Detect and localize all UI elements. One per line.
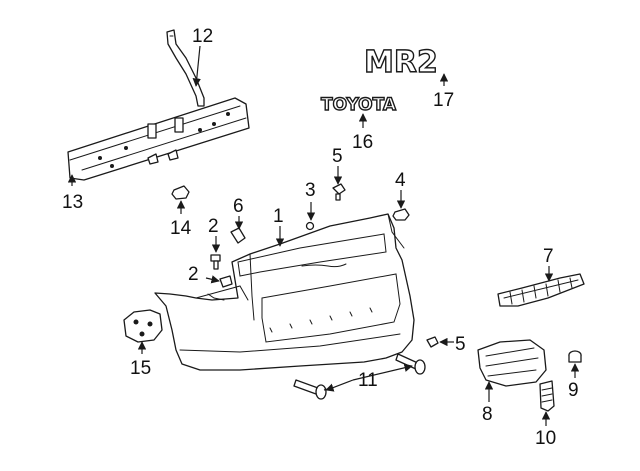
toyota-emblem-text: TOYOTA — [321, 95, 397, 115]
part-16-emblem: TOYOTA — [320, 94, 397, 115]
callout-6: 6 — [233, 196, 244, 217]
part-5-clip-upper — [332, 183, 346, 201]
callout-1: 1 — [273, 206, 284, 227]
callout-9: 9 — [568, 380, 579, 401]
leader-11 — [323, 379, 354, 391]
part-10-cover — [539, 380, 555, 412]
part-11-fastener-right — [395, 353, 426, 375]
part-14-nut — [171, 185, 190, 200]
part-1-bumper-cover — [154, 213, 415, 371]
part-5-clip-lower — [426, 336, 439, 348]
part-11-fastener-left — [293, 379, 327, 400]
part-2-bolt-upper — [210, 254, 221, 270]
part-12-bracket — [166, 29, 205, 107]
leader-2-lower — [205, 275, 220, 284]
callout-10: 10 — [535, 428, 556, 449]
callout-5-lower: 5 — [455, 334, 466, 355]
part-4-nut — [392, 208, 410, 221]
callout-13: 13 — [62, 192, 83, 213]
callout-3: 3 — [305, 180, 316, 201]
callout-17: 17 — [433, 90, 454, 111]
leader-12 — [192, 45, 201, 87]
callout-7: 7 — [543, 246, 554, 267]
part-6-clip — [230, 227, 246, 244]
part-7-strip — [497, 273, 585, 307]
callout-15: 15 — [130, 358, 151, 379]
callout-5-upper: 5 — [332, 146, 343, 167]
callout-4: 4 — [395, 170, 406, 191]
part-9-grommet — [568, 350, 582, 363]
part-13-reinforcement — [67, 97, 250, 181]
callout-2-lower: 2 — [188, 264, 199, 285]
part-2-bolt-lower — [219, 275, 233, 288]
callout-2-upper: 2 — [208, 216, 219, 237]
callout-8: 8 — [482, 404, 493, 425]
part-17-emblem: MR2 — [363, 44, 438, 80]
callout-12: 12 — [192, 26, 213, 47]
callout-11: 11 — [358, 370, 378, 391]
callout-14: 14 — [170, 218, 192, 239]
part-8-housing — [477, 339, 547, 387]
callout-16: 16 — [352, 132, 373, 153]
mr2-emblem-text: MR2 — [364, 45, 438, 80]
part-15-bracket — [123, 309, 163, 343]
leader-11-upper — [352, 363, 413, 381]
part-3-screw — [305, 221, 315, 231]
leader-11-lower-head — [325, 383, 335, 392]
